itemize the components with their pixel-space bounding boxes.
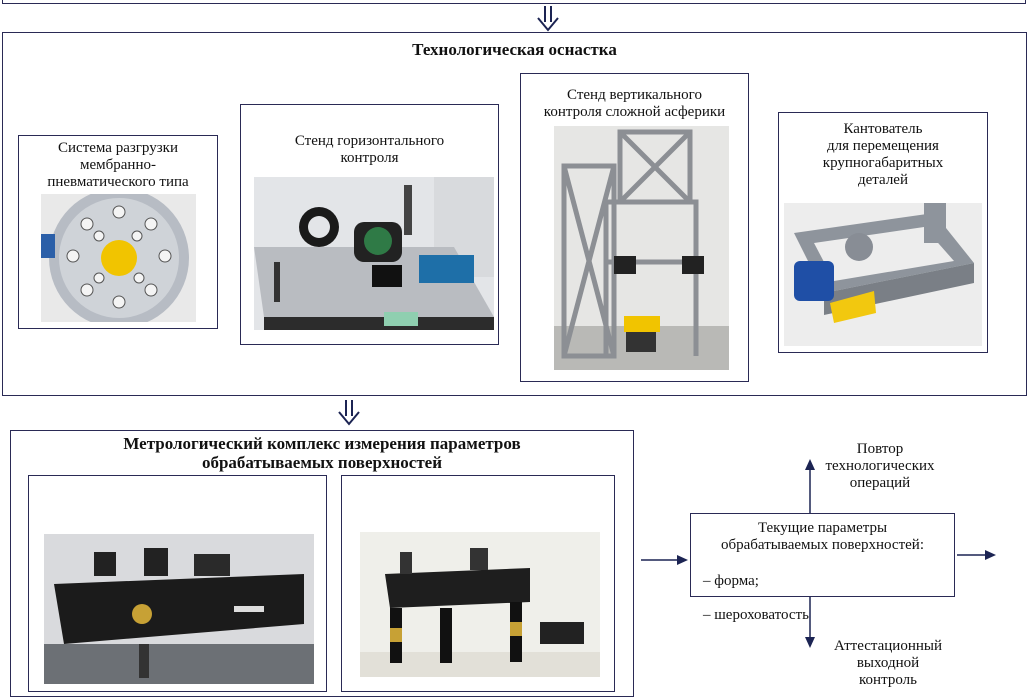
up-arrow-icon	[805, 459, 815, 513]
vertical-stand-card: Стенд вертикального контроля сложной асф…	[520, 73, 749, 382]
current-params-title: Текущие параметры обрабатываемых поверхн…	[721, 520, 924, 553]
tilter-card: Кантователь для перемещения крупногабари…	[778, 112, 988, 353]
vertical-stand-photo	[554, 126, 729, 370]
tech-equipment-frame: Технологическая оснастка Система разгруз…	[2, 32, 1027, 396]
current-params-list: – форма; – шероховатость	[703, 556, 809, 641]
tilter-photo	[784, 203, 982, 346]
double-down-arrow-icon	[537, 6, 559, 32]
unloading-system-photo	[41, 194, 196, 322]
metrology-photo-1-card	[28, 475, 327, 692]
horizontal-stand-caption: Стенд горизонтального контроля	[294, 133, 445, 166]
metrology-title: Метрологический комплекс измерения парам…	[123, 434, 521, 472]
unloading-system-caption: Система разгрузки мембранно- пневматичес…	[47, 140, 189, 190]
horizontal-stand-photo	[254, 177, 494, 330]
attestation-control-label: Аттестационный выходной контроль	[834, 638, 942, 688]
repeat-operations-label: Повтор технологических операций	[825, 441, 935, 491]
double-down-arrow-icon	[338, 400, 360, 426]
tech-equipment-title: Технологическая оснастка	[412, 40, 617, 59]
right-arrow-icon	[641, 555, 688, 565]
current-params-box: Текущие параметры обрабатываемых поверхн…	[690, 513, 955, 623]
param-item: – шероховатость	[703, 607, 809, 623]
metrology-photo-2-card	[341, 475, 615, 692]
right-arrow-icon	[957, 550, 996, 560]
unloading-system-card: Система разгрузки мембранно- пневматичес…	[18, 135, 218, 329]
metrology-photo-1	[44, 534, 314, 684]
vertical-stand-caption: Стенд вертикального контроля сложной асф…	[543, 87, 726, 120]
top-frame	[2, 0, 1026, 4]
horizontal-stand-card: Стенд горизонтального контроля	[240, 104, 499, 345]
down-arrow-icon	[805, 597, 815, 648]
tilter-caption: Кантователь для перемещения крупногабари…	[822, 121, 944, 188]
metrology-photo-2	[360, 532, 600, 677]
metrology-frame: Метрологический комплекс измерения парам…	[10, 430, 634, 697]
param-item: – форма;	[703, 573, 759, 589]
